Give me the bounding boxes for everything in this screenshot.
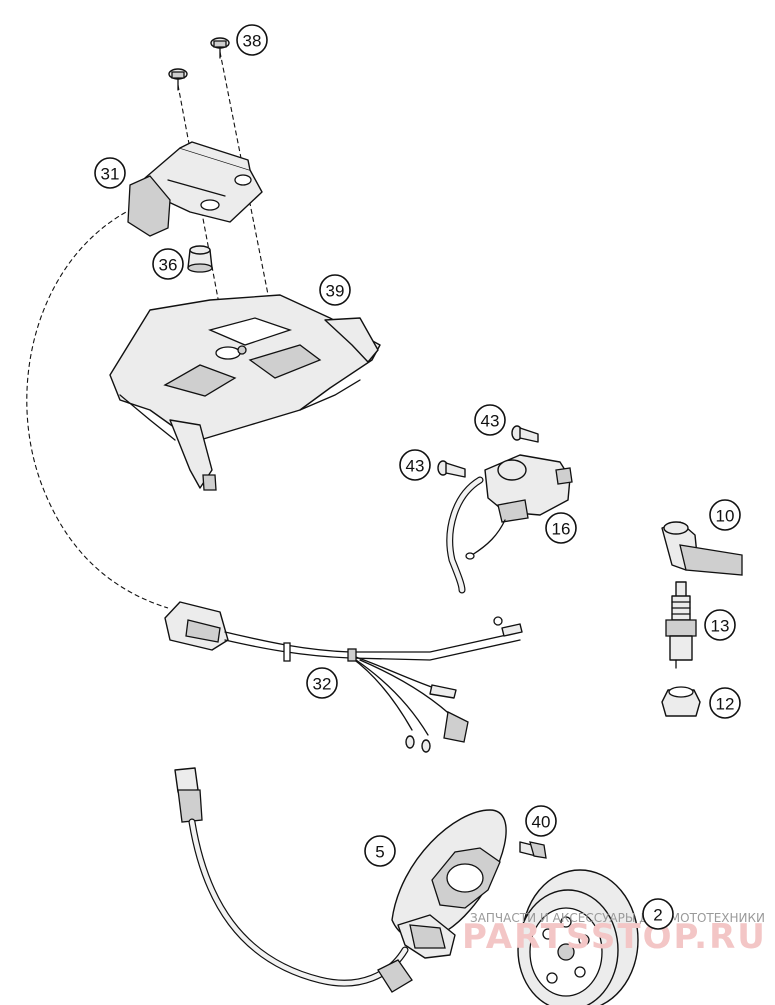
watermark-top-text: ЗАПЧАСТИ И АКСЕССУАРЫ ДЛЯ МОТОТЕХНИКИ [470,911,765,925]
cap-part-12 [661,686,701,717]
callout-38: 38 [236,24,268,56]
callout-36: 36 [152,248,184,280]
bolt-part-40 [519,841,547,859]
callout-39: 39 [319,274,351,306]
callout-13: 13 [704,609,736,641]
callout-43-upper-label: 43 [481,412,500,431]
callout-10: 10 [709,499,741,531]
cdi-unit-part-31 [127,141,263,237]
callout-32-label: 32 [313,675,332,694]
callout-40: 40 [525,805,557,837]
callout-39-label: 39 [326,282,345,301]
guide-line-cdi-cable [26,204,169,609]
callout-5: 5 [364,835,396,867]
grommet-part-36 [187,245,213,273]
callout-13-label: 13 [711,617,730,636]
callout-16-label: 16 [552,520,571,539]
watermark-logo-text: PARTSSTOP.RU [462,917,767,957]
callout-10-label: 10 [716,507,735,526]
callout-2: 2 [642,898,674,930]
stator-cable [174,767,413,993]
watermark: ЗАПЧАСТИ И АКСЕССУАРЫ ДЛЯ МОТОТЕХНИКИ PA… [462,911,767,957]
screw-part-43-upper [511,425,539,443]
callout-12-label: 12 [716,695,735,714]
spark-plug-connector-part-10 [661,521,743,576]
callout-31: 31 [94,157,126,189]
screw-part-38-right [210,37,230,59]
callout-36-label: 36 [159,256,178,275]
callout-43-lower-label: 43 [406,457,425,476]
stator-part-5 [391,809,507,959]
callout-38-label: 38 [243,32,262,51]
spark-plug-part-13 [665,581,697,669]
callout-43-upper: 43 [474,404,506,436]
callout-40-label: 40 [532,813,551,832]
ignition-coil-part-16 [446,454,573,594]
callout-2-label: 2 [653,906,662,925]
callout-5-label: 5 [375,843,384,862]
screw-part-43-lower [437,460,466,478]
rotor-part-2 [517,869,639,1005]
callout-43-lower: 43 [399,449,431,481]
callout-12: 12 [709,687,741,719]
callout-31-label: 31 [101,165,120,184]
callout-32: 32 [306,667,338,699]
holder-bracket-part-39 [109,294,381,491]
screw-part-38-left [168,68,188,91]
callout-16: 16 [545,512,577,544]
wiring-harness-part-32 [164,601,523,753]
